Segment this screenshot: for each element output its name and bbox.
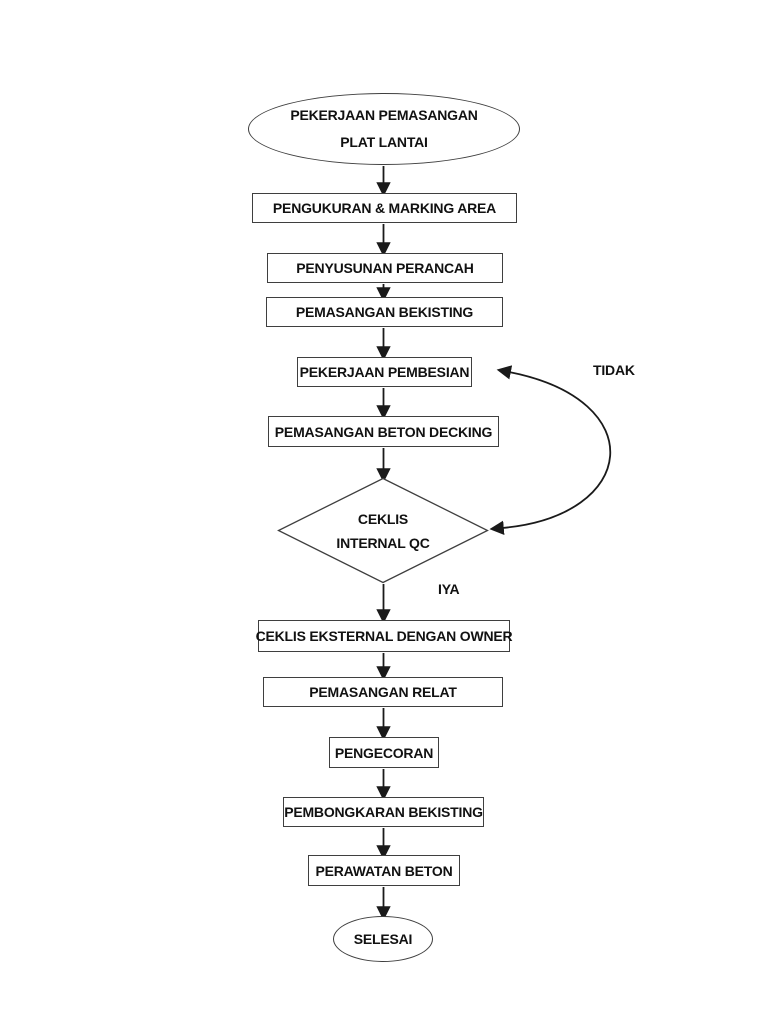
process-label: CEKLIS EKSTERNAL DENGAN OWNER [255,628,513,644]
process-ceklis-eksternal-owner: CEKLIS EKSTERNAL DENGAN OWNER [255,620,513,652]
branch-label-tidak: TIDAK [593,362,635,378]
decision-diamond-shape [277,477,489,584]
end-terminator: SELESAI [333,916,433,962]
process-label: PERAWATAN BETON [315,862,453,879]
start-terminator-line2: PLAT LANTAI [340,134,428,150]
decision-ceklis-internal-qc: CEKLIS INTERNAL QC [278,478,488,583]
branch-label-iya: IYA [438,581,460,597]
process-penyusunan-perancah: PENYUSUNAN PERANCAH [267,253,503,283]
process-pengecoran: PENGECORAN [329,737,439,768]
decision-line2: INTERNAL QC [336,534,430,551]
process-pemasangan-relat: PEMASANGAN RELAT [263,677,503,707]
process-pekerjaan-pembesian: PEKERJAAN PEMBESIAN [297,357,472,387]
start-terminator: PEKERJAAN PEMASANGAN PLAT LANTAI [248,93,520,165]
process-label: PEKERJAAN PEMBESIAN [299,364,470,380]
process-label: PEMASANGAN BETON DECKING [274,423,493,440]
end-terminator-label: SELESAI [353,931,413,947]
decision-line1: CEKLIS [357,510,409,527]
process-perawatan-beton: PERAWATAN BETON [308,855,460,886]
start-terminator-line1: PEKERJAAN PEMASANGAN [290,107,478,123]
process-label: PEMASANGAN RELAT [309,684,457,700]
process-label: PENYUSUNAN PERANCAH [296,260,474,276]
arrow-tidak-loop [489,365,612,536]
process-pembongkaran-bekisting: PEMBONGKARAN BEKISTING [283,797,484,827]
process-pemasangan-beton-decking: PEMASANGAN BETON DECKING [268,416,499,447]
process-label: PEMBONGKARAN BEKISTING [284,804,483,820]
process-pemasangan-bekisting: PEMASANGAN BEKISTING [266,297,503,327]
process-label: PENGUKURAN & MARKING AREA [272,200,497,216]
process-label: PENGECORAN [334,744,434,761]
process-pengukuran-marking: PENGUKURAN & MARKING AREA [252,193,517,223]
process-label: PEMASANGAN BEKISTING [295,304,474,320]
